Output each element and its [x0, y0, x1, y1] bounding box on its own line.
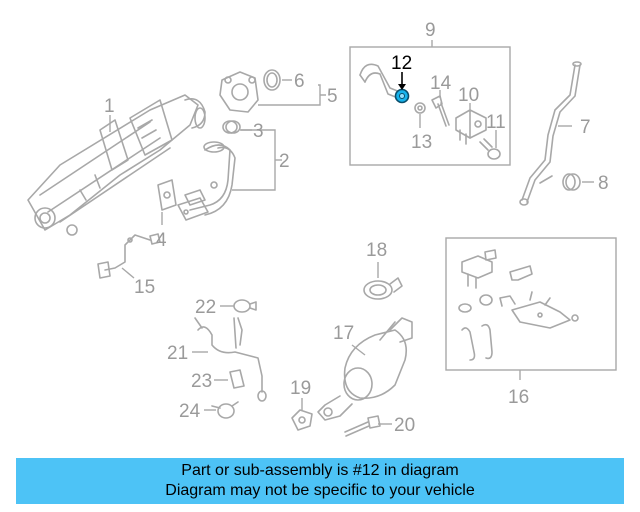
- callout-14: 14: [430, 73, 452, 94]
- callout-15: 15: [134, 277, 155, 298]
- part-19-gasket[interactable]: [291, 409, 313, 431]
- banner-line-2: Diagram may not be specific to your vehi…: [165, 482, 475, 499]
- callout-19: 19: [290, 378, 311, 399]
- callout-8: 8: [598, 173, 609, 194]
- part-24-clamp[interactable]: [211, 401, 239, 419]
- part-15-harness[interactable]: [97, 233, 161, 279]
- part-1-egr-cooler[interactable]: [27, 94, 206, 236]
- part-20-stud[interactable]: [344, 415, 381, 437]
- callout-20: 20: [394, 415, 415, 436]
- callout-12-highlighted: 12: [391, 53, 412, 74]
- part-16-bracket-kit[interactable]: [458, 249, 579, 361]
- part-11-screw[interactable]: [479, 138, 501, 160]
- callout-11: 11: [486, 112, 506, 133]
- callout-13: 13: [411, 132, 432, 153]
- callout-10: 10: [458, 85, 479, 106]
- callout-1: 1: [104, 96, 115, 117]
- part-7-tube[interactable]: [519, 61, 582, 206]
- part-9-hose[interactable]: [359, 63, 401, 99]
- group-9-box: [349, 46, 511, 166]
- part-12-clamp-highlighted[interactable]: [394, 88, 410, 104]
- part-10-sensor[interactable]: [455, 109, 487, 145]
- part-13-washer[interactable]: [414, 102, 426, 114]
- callout-16: 16: [508, 387, 529, 408]
- banner-line-1: Part or sub-assembly is #12 in diagram: [181, 462, 459, 479]
- part-22-clamp[interactable]: [233, 299, 257, 313]
- part-21-pipe[interactable]: [194, 317, 267, 402]
- part-5-housing[interactable]: [219, 71, 259, 113]
- part-2-egr-pipe[interactable]: [177, 141, 236, 221]
- part-14-bolt[interactable]: [431, 95, 450, 127]
- part-17-catalyst[interactable]: [317, 317, 413, 421]
- callout-23: 23: [191, 371, 212, 392]
- callout-21: 21: [167, 343, 188, 364]
- info-banner: Part or sub-assembly is #12 in diagram D…: [16, 458, 624, 504]
- callout-9: 9: [425, 20, 436, 41]
- callout-4: 4: [156, 230, 167, 251]
- part-3-gasket[interactable]: [222, 120, 241, 134]
- callout-3: 3: [253, 121, 264, 142]
- callout-2: 2: [279, 151, 290, 172]
- callout-17: 17: [333, 323, 354, 344]
- callout-22: 22: [195, 297, 216, 318]
- group-16-box: [445, 237, 617, 371]
- part-8-cap[interactable]: [562, 173, 581, 191]
- callout-6: 6: [294, 71, 305, 92]
- callout-24: 24: [179, 401, 201, 422]
- callout-7: 7: [580, 117, 591, 138]
- callout-5: 5: [327, 86, 338, 107]
- callout-18: 18: [366, 240, 387, 261]
- part-18-gasket[interactable]: [363, 277, 403, 300]
- part-4-gasket-plate[interactable]: [157, 179, 177, 211]
- part-6-o-ring[interactable]: [263, 69, 281, 91]
- parts-diagram: 1 2 3 4 5 6 7 8 9 10 11 12 13 14 15 16 1…: [27, 20, 617, 437]
- part-23-clip[interactable]: [229, 369, 245, 389]
